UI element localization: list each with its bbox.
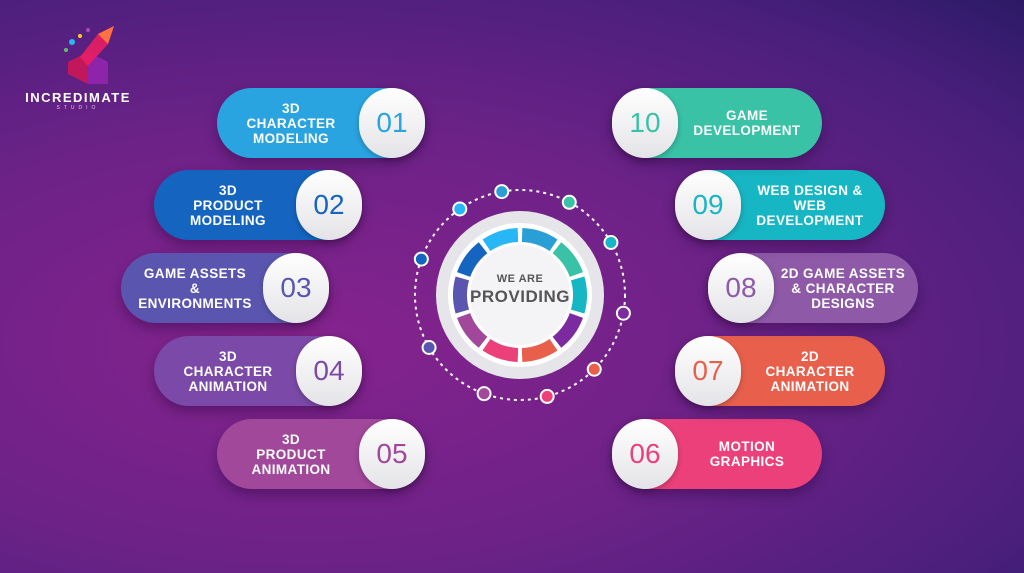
orbit-dot <box>421 340 437 355</box>
brand-name: INCREDIMATE <box>25 90 131 105</box>
core-disc <box>470 245 570 345</box>
service-label-line: ANIMATION <box>251 461 331 477</box>
orbit-dot <box>476 386 492 402</box>
service-label-line: & CHARACTER <box>791 280 895 296</box>
center-wheel <box>413 184 631 404</box>
service-label-line: 3D <box>218 182 238 198</box>
service-number: 07 <box>675 336 741 406</box>
service-label-line: CHARACTER <box>765 363 855 379</box>
orbit-dot <box>539 388 555 404</box>
service-label-line: GAME ASSETS <box>143 265 247 281</box>
service-label-line: CHARACTER <box>183 363 273 379</box>
service-label-line: & <box>189 280 201 296</box>
ring-segment <box>482 228 519 252</box>
orbit-dot <box>603 235 619 250</box>
service-number: 01 <box>359 88 425 158</box>
orbit-dot <box>452 201 468 217</box>
dotted-orbit <box>414 189 626 401</box>
service-label-line: WEB DESIGN & <box>757 182 863 198</box>
service-label-line: DEVELOPMENT <box>756 212 864 228</box>
service-label-line: 2D <box>800 348 820 364</box>
service-label-line: ENVIRONMENTS <box>138 295 252 311</box>
service-number: 04 <box>296 336 362 406</box>
service-label-line: ANIMATION <box>188 378 268 394</box>
orbit-dot <box>561 194 577 210</box>
ring-segment <box>482 338 519 362</box>
ring-segment <box>570 276 587 314</box>
service-label-line: ANIMATION <box>770 378 850 394</box>
ring-segment <box>552 312 583 348</box>
orbit-dot <box>494 184 510 200</box>
service-label-line: DEVELOPMENT <box>693 123 801 138</box>
service-number: 08 <box>708 253 774 323</box>
orbit-dot <box>586 361 602 377</box>
center-text-line2: PROVIDING <box>470 287 570 306</box>
service-label-line: MODELING <box>253 130 329 146</box>
service-label-line: 3D <box>281 100 301 116</box>
service-label-line: GAME <box>725 108 769 123</box>
ring-segment <box>552 242 583 278</box>
ring-segment <box>457 242 488 278</box>
service-label-line: DESIGNS <box>811 295 875 311</box>
rocket-logo-icon <box>64 26 114 84</box>
service-label-line: PRODUCT <box>193 197 263 213</box>
service-number: 06 <box>612 419 678 489</box>
service-label-line: MODELING <box>190 212 266 228</box>
service-number: 09 <box>675 170 741 240</box>
service-number: 03 <box>263 253 329 323</box>
service-label-line: CHARACTER <box>246 115 336 131</box>
orbit-dot <box>615 305 631 321</box>
ring-segment <box>521 338 558 362</box>
service-number: 02 <box>296 170 362 240</box>
service-label-line: MOTION <box>718 439 776 454</box>
service-label-line: 3D <box>218 348 238 364</box>
ring-segment <box>521 228 558 252</box>
logo: INCREDIMATE STUDIO <box>18 20 138 115</box>
service-label-line: WEB <box>793 197 827 213</box>
ring-segment <box>457 312 488 348</box>
service-label: GAME ASSETS&ENVIRONMENTS <box>121 253 269 323</box>
brand-subtitle: STUDIO <box>56 105 100 111</box>
service-label-line: 3D <box>281 431 301 447</box>
service-label-line: 2D GAME ASSETS <box>780 265 906 281</box>
service-number: 10 <box>612 88 678 158</box>
service-label-line: PRODUCT <box>256 446 326 462</box>
service-label-line: GRAPHICS <box>709 454 785 469</box>
service-number: 05 <box>359 419 425 489</box>
orbit-dot <box>413 251 429 267</box>
ring-segment <box>453 276 470 314</box>
center-text-line1: WE ARE <box>496 273 544 285</box>
